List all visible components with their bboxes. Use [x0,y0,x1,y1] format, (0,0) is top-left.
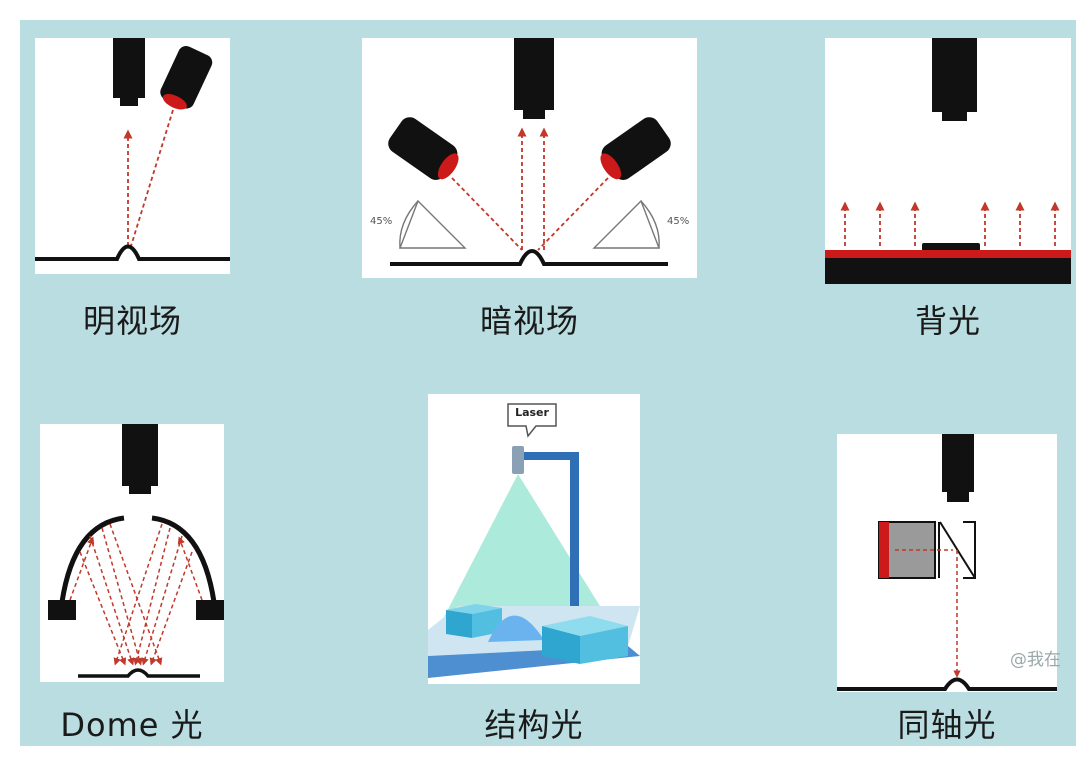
camera-icon [932,38,977,121]
panel-dark-field: 45% 45% [362,38,697,278]
sample-surface [35,244,230,261]
backlight-source [825,250,1071,258]
camera-icon [942,434,974,502]
dome-rays [69,523,203,666]
left-incident-ray [451,177,523,251]
sample-surface [78,668,200,678]
panel-bright-field [35,38,230,274]
incident-ray [130,109,174,247]
large-box-object [542,616,628,664]
backlight-base [825,258,1071,284]
dome-object [488,615,544,642]
sample-surface [390,249,668,266]
left-angle-label: 45% [370,216,393,227]
laser-label: Laser [515,406,549,419]
caption-structured-light: 结构光 [484,706,584,744]
left-angle-guide [398,199,467,249]
caption-backlight: 背光 [914,302,981,340]
dome-right-light-icon [196,600,224,620]
watermark: @我在 [1010,650,1061,670]
right-light-source-icon [600,117,671,180]
panel-structured-light: Laser [428,394,640,684]
light-source-icon [160,46,213,110]
caption-dark-field: 暗视场 [479,302,579,340]
laser-rig [512,446,579,622]
panel-backlight [825,38,1071,284]
caption-bright-field: 明视场 [82,302,182,340]
right-angle-guide [592,199,661,249]
left-light-source-icon [388,117,459,180]
caption-coaxial: 同轴光 [897,706,997,744]
right-incident-ray [537,177,609,251]
panel-dome [40,424,224,682]
dome-right-shell [151,515,217,603]
camera-icon [113,38,145,106]
dome-left-light-icon [48,600,76,620]
camera-icon [122,424,158,494]
dome-left-shell [59,515,125,603]
laser-beam [443,474,608,619]
sample-object [922,243,980,251]
panel-coaxial [837,434,1057,692]
sample-surface [837,677,1057,691]
camera-icon [514,38,554,119]
backlight-rays [840,201,1060,246]
caption-dome: Dome 光 [60,706,204,744]
laser-callout [507,403,557,438]
right-angle-label: 45% [667,216,690,227]
